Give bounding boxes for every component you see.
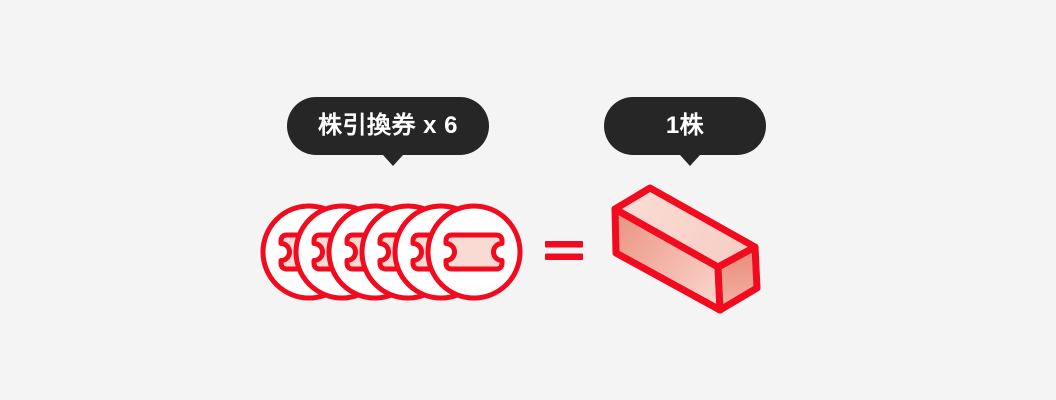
equals-icon: [545, 241, 583, 260]
ticket-count-callout: 株引換券 x 6: [287, 97, 489, 166]
ingot-top-face: [611, 184, 759, 271]
exchange-ticket-coin-6: [428, 206, 520, 298]
share-count-label: 1株: [665, 112, 705, 139]
right-callout-tail-icon: [680, 155, 700, 166]
share-count-callout: 1株: [604, 97, 766, 166]
ticket-count-label: 株引換券 x 6: [317, 112, 459, 139]
left-callout-tail-icon: [383, 155, 403, 166]
coin-stack: [263, 206, 520, 298]
share-ingot: [611, 184, 761, 314]
